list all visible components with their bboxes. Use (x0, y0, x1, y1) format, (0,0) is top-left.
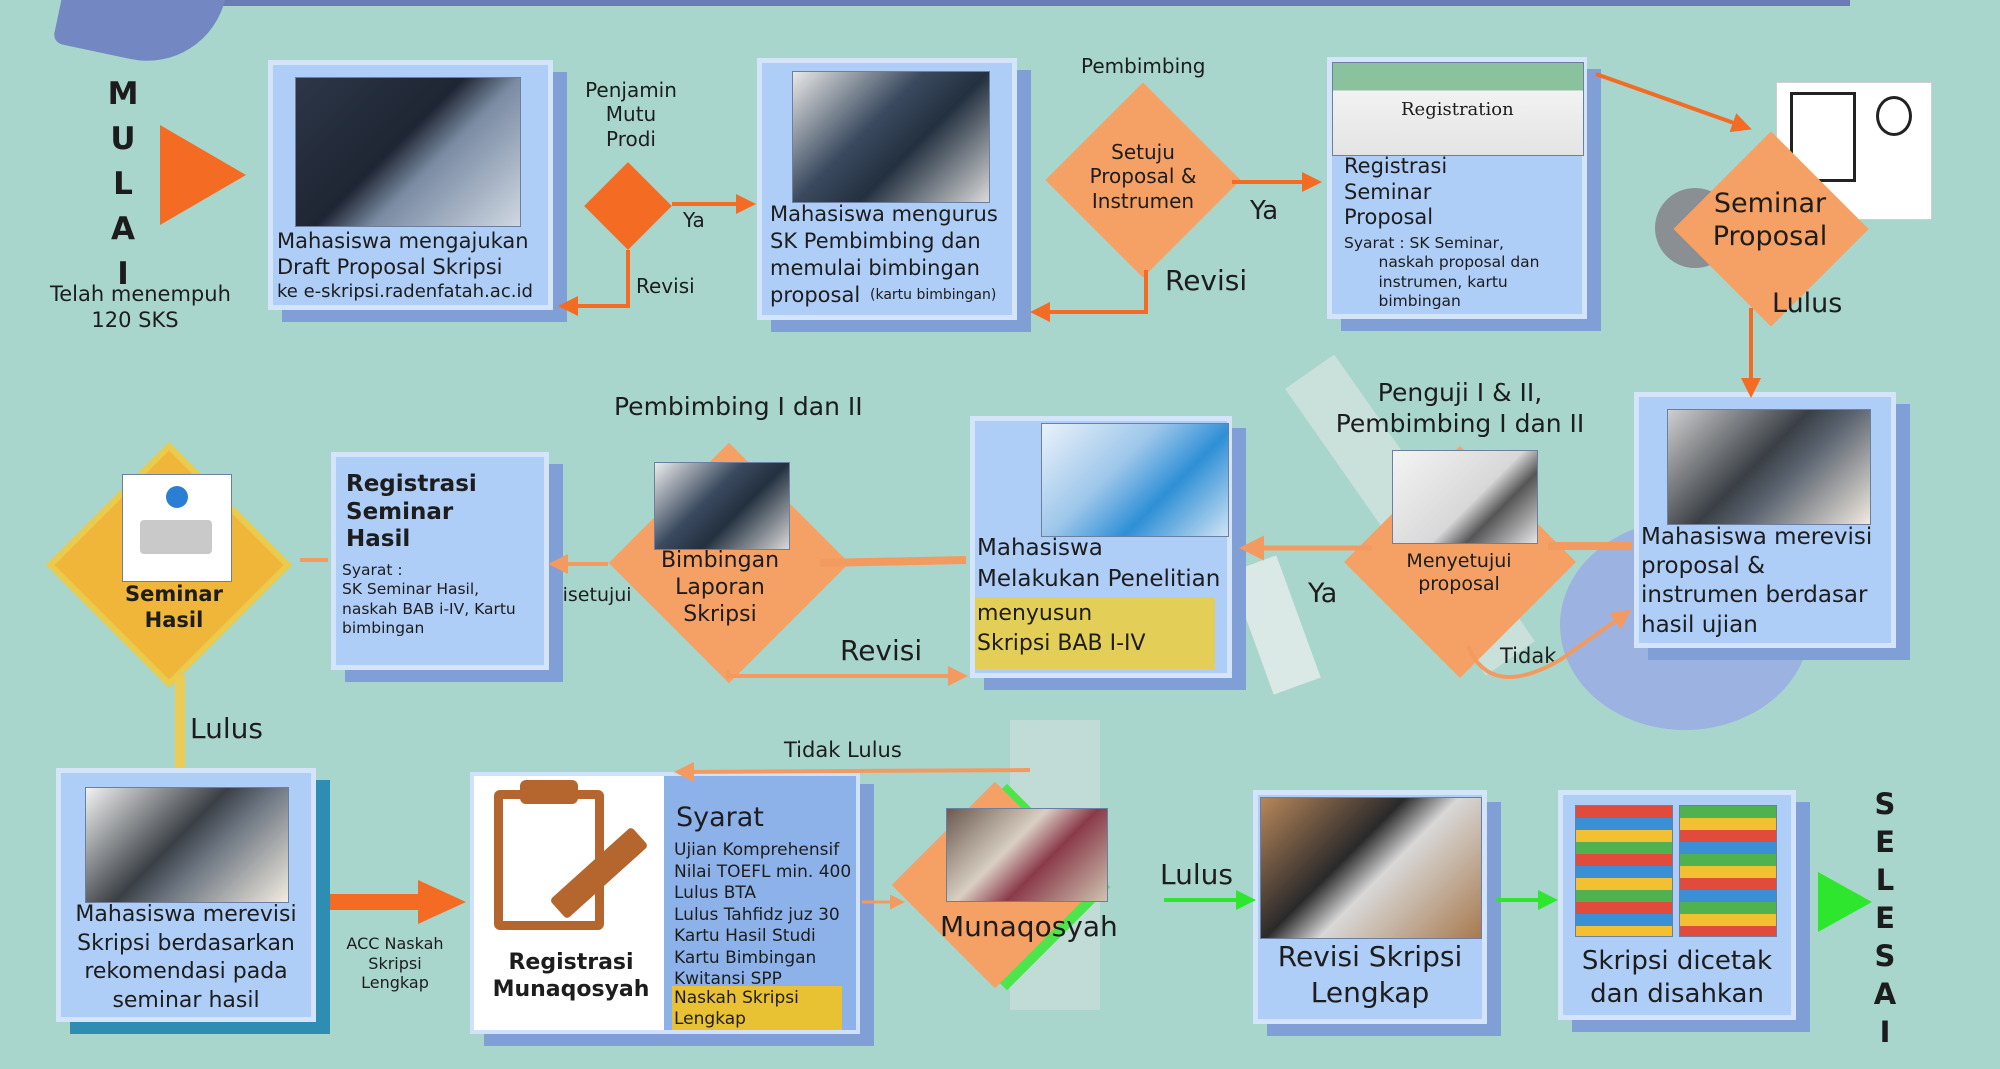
arrow-d1-revisi (558, 250, 630, 316)
registration-photo-text: Registration (1401, 99, 1514, 120)
reg-munaqosyah-text: Registrasi Munaqosyah (492, 950, 650, 1002)
arrow-penelitian-to-bimbingan (819, 556, 967, 567)
tidak-lulus-label: Tidak Lulus (784, 738, 902, 762)
arrow-acc-fat (330, 880, 466, 924)
box-skripsi-dicetak: Skripsi dicetak dan disahkan (1558, 790, 1796, 1020)
revisi2-label: Revisi (1165, 264, 1248, 297)
lulus2-label: Lulus (190, 712, 263, 745)
top-banner (170, 0, 1850, 6)
box2-note: (kartu bimbingan) (870, 287, 997, 303)
gold-connector (175, 676, 185, 772)
setuju-proposal-text: Setuju Proposal & Instrumen (1089, 140, 1197, 213)
photo-man-computer (295, 77, 521, 227)
seminar-proposal-text: Seminar Proposal (1712, 188, 1828, 252)
ya2-label: Ya (1250, 196, 1279, 226)
syarat-list: Ujian Komprehensif Nilai TOEFL min. 400 … (674, 840, 852, 990)
lulus1-label: Lulus (1772, 288, 1843, 319)
ya3-label: Ya (1308, 578, 1338, 609)
menyetujui-proposal-text: Menyetujui proposal (1406, 550, 1512, 596)
box3-title: Registrasi Seminar Proposal (1344, 154, 1448, 230)
photo-registration-form: Registration (1332, 62, 1584, 156)
arrow-reg-to-seminar (1595, 72, 1752, 133)
syarat-highlight: Naskah Skripsi Lengkap (674, 988, 799, 1030)
box-registrasi-seminar-proposal: Registration Registrasi Seminar Proposal… (1327, 57, 1587, 319)
syarat-title: Syarat (676, 802, 764, 833)
box-revisi-skripsi: Mahasiswa merevisi Skripsi berdasarkan r… (56, 768, 316, 1022)
box1-text: Mahasiswa mengajukan Draft Proposal Skri… (277, 229, 529, 279)
box-melakukan-penelitian: Mahasiswa Melakukan Penelitian menyusun … (970, 416, 1232, 678)
photo-laptop-hands (85, 787, 289, 903)
bimbingan-text: Bimbingan Laporan Skripsi (660, 548, 780, 627)
start-note: Telah menempuh 120 SKS (50, 282, 231, 332)
pembimbing12-label: Pembimbing I dan II (614, 392, 863, 421)
box-sk-pembimbing: Mahasiswa mengurus SK Pembimbing dan mem… (757, 58, 1017, 320)
penguji-label: Penguji I & II, Pembimbing I dan II (1335, 378, 1585, 438)
meeting-table (140, 520, 212, 554)
box-revisi-lengkap: Revisi Skripsi Lengkap (1253, 790, 1487, 1024)
revisi1-label: Revisi (636, 274, 695, 298)
munaqosyah-text: Munaqosyah (940, 910, 1118, 943)
disetujui-label: Disetujui (548, 584, 632, 606)
revisi-lengkap-text: Revisi Skripsi Lengkap (1277, 940, 1463, 1010)
presenter-head (1876, 96, 1912, 136)
photo-munaqosyah (946, 808, 1108, 902)
end-play-arrow (1818, 872, 1872, 932)
pembimbing-label: Pembimbing (1081, 54, 1206, 78)
photo-typing-laptop (1667, 409, 1871, 525)
photo-desk-laptop (1260, 797, 1482, 939)
photo-meeting (792, 71, 990, 203)
revisi-skripsi-text: Mahasiswa merevisi Skripsi berdasarkan r… (75, 902, 297, 1013)
arrow-bimbingan-revisi (726, 666, 968, 686)
lulus3-label: Lulus (1160, 858, 1233, 891)
penelitian-highlight-bg (975, 597, 1215, 669)
photo-lab (1041, 423, 1229, 537)
start-play-arrow (160, 125, 246, 225)
revisi3-label: Revisi (840, 634, 923, 667)
box-revisi-proposal: Mahasiswa merevisi proposal & instrumen … (1634, 392, 1896, 648)
box-revisi-proposal-text: Mahasiswa merevisi proposal & instrumen … (1641, 524, 1873, 638)
box2-text: Mahasiswa mengurus SK Pembimbing dan mem… (770, 202, 998, 307)
penelitian-text: Mahasiswa Melakukan Penelitian (977, 535, 1221, 593)
arrow-d2-revisi (1030, 270, 1148, 322)
box1-link: ke e-skripsi.radenfatah.ac.id (277, 281, 533, 302)
dicetak-text: Skripsi dicetak dan disahkan (1581, 946, 1773, 1009)
photo-signature (1392, 450, 1538, 544)
arrow-tidak-lulus (674, 761, 1031, 782)
photo-books-right (1679, 805, 1777, 937)
ya1-label: Ya (683, 208, 705, 232)
acc-label: ACC Naskah Skripsi Lengkap (346, 934, 444, 993)
photo-bimbingan (654, 462, 790, 550)
clipboard-clip (520, 780, 578, 804)
penelitian-highlight: menyusun Skripsi BAB I-IV (977, 601, 1146, 657)
reg-hasil-title: Registrasi Seminar Hasil (346, 471, 477, 553)
photo-books-left (1575, 805, 1673, 937)
box3-syarat: Syarat : SK Seminar, naskah proposal dan… (1344, 234, 1540, 311)
tidak-label: Tidak (1500, 644, 1557, 668)
box-ajukan-proposal: Mahasiswa mengajukan Draft Proposal Skri… (268, 60, 553, 310)
meeting-person-blue (166, 486, 188, 508)
reg-hasil-syarat: Syarat : SK Seminar Hasil, naskah BAB i-… (342, 561, 516, 638)
penjamin-mutu-label: Penjamin Mutu Prodi (585, 78, 677, 151)
arrow-menyetujui-tidak (1466, 609, 1632, 680)
box-registrasi-seminar-hasil: Registrasi Seminar Hasil Syarat : SK Sem… (331, 452, 549, 670)
syarat-highlight-bg (672, 986, 842, 1030)
seminar-hasil-text: Seminar Hasil (125, 582, 223, 632)
